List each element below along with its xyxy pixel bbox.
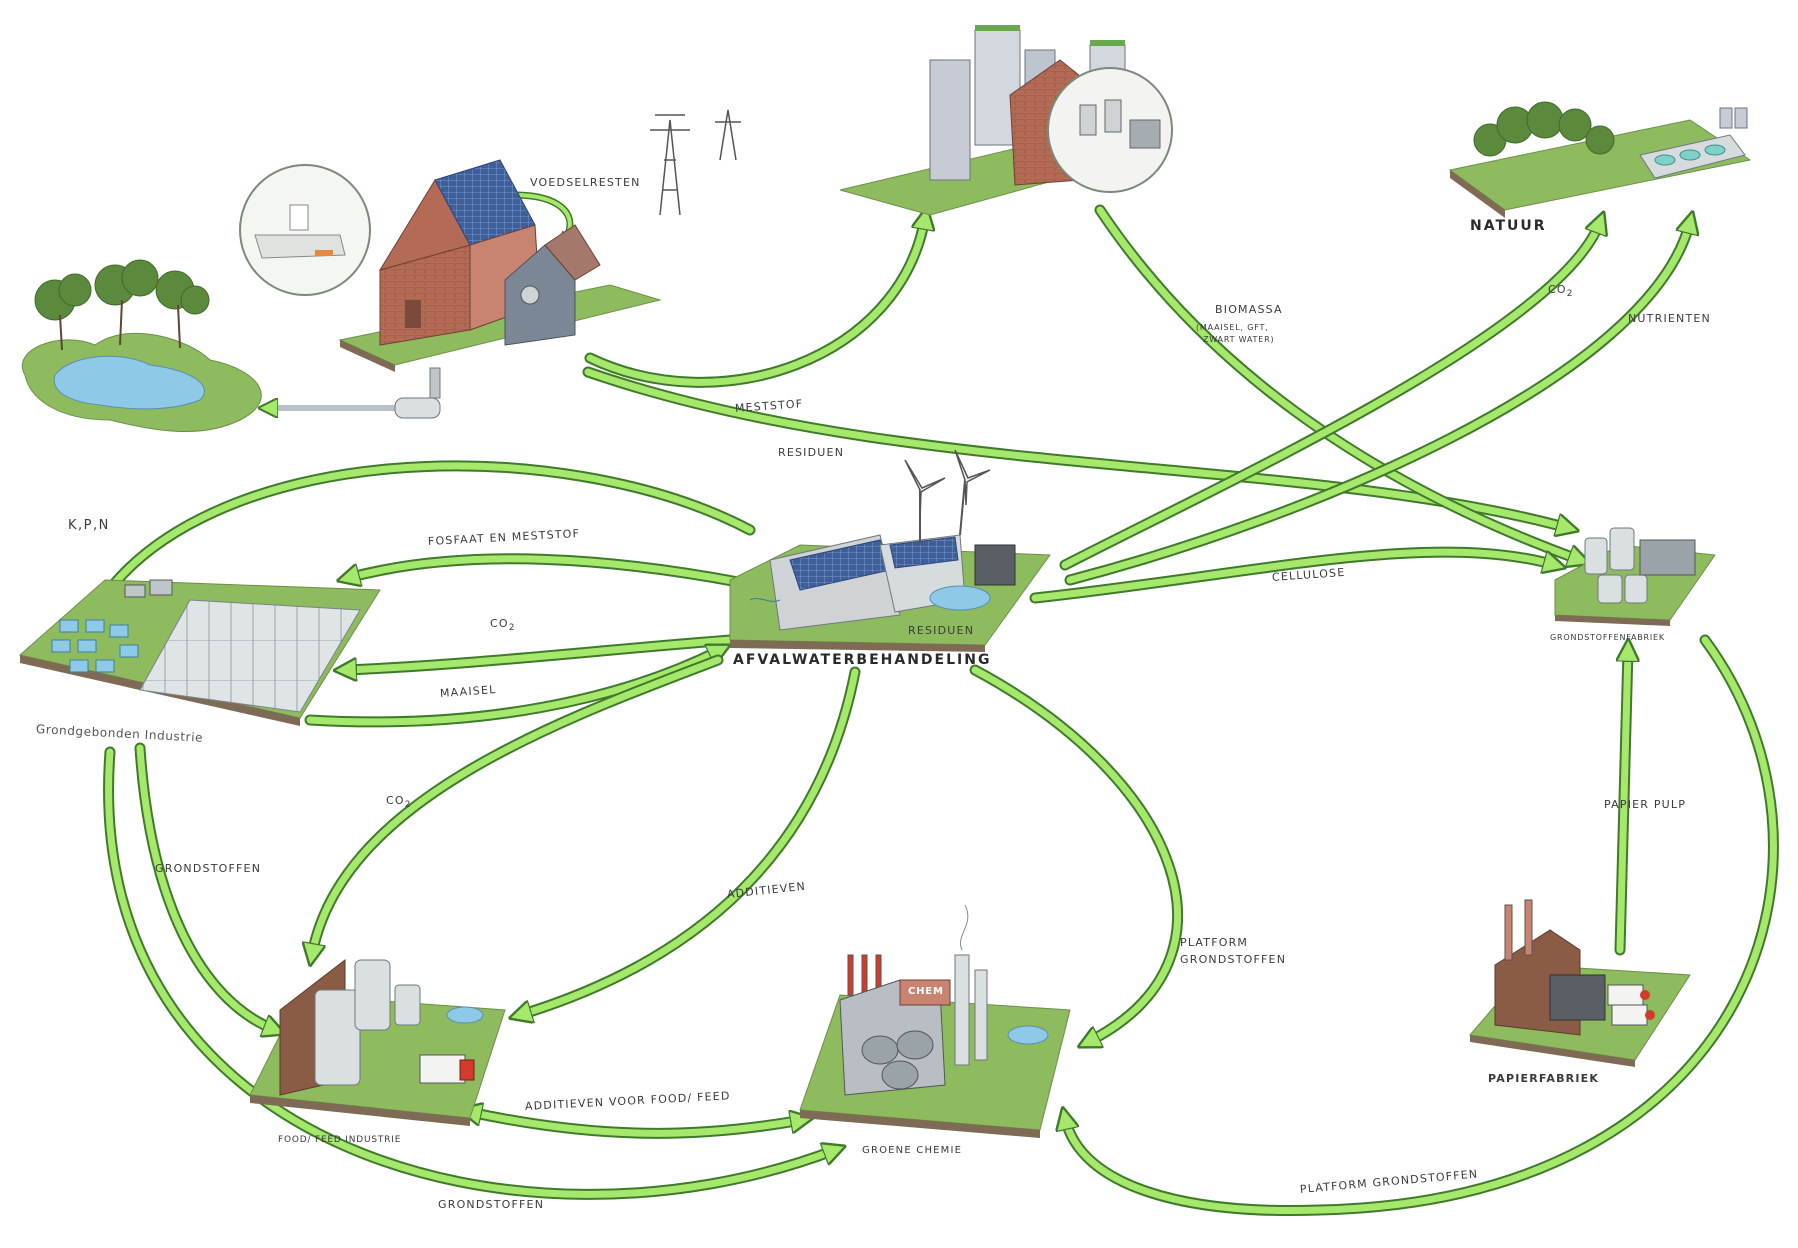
- label-co2-grond: CO2: [490, 617, 516, 634]
- natuur-illustration: [1448, 101, 1752, 218]
- label-residuen-center: RESIDUEN: [908, 624, 975, 637]
- grondgebonden-illustration: [18, 579, 381, 726]
- groene-chemie-illustration: [799, 904, 1071, 1138]
- node-natuur: NATUUR: [1470, 218, 1547, 234]
- label-residuen-top: RESIDUEN: [778, 446, 845, 459]
- label-co2-food: CO2: [386, 794, 412, 811]
- power-pylons: [650, 109, 741, 216]
- label-kpn: K,P,N: [68, 518, 110, 533]
- node-food-feed-industrie: FOOD/ FEED INDUSTRIE: [278, 1135, 402, 1145]
- arrow-platform: [969, 664, 1183, 1048]
- node-groene-chemie: GROENE CHEMIE: [862, 1145, 963, 1156]
- node-afvalwaterbehandeling: AFVALWATERBEHANDELING: [733, 652, 992, 668]
- label-biomassa-detail-1: (MAAISEL, GFT,: [1196, 323, 1269, 332]
- label-biomassa: BIOMASSA: [1215, 303, 1283, 316]
- label-platform-1: PLATFORM: [1180, 936, 1249, 949]
- label-co2-natuur: CO2: [1548, 283, 1574, 300]
- label-papierpulp: PAPIER PULP: [1604, 798, 1687, 811]
- city-illustration: [839, 25, 1173, 216]
- label-platform-2: GRONDSTOFFEN: [1180, 953, 1287, 966]
- label-nutrienten: NUTRIENTEN: [1628, 312, 1711, 325]
- label-grondstoffen-bottom: GRONDSTOFFEN: [438, 1198, 545, 1211]
- flow-arrows: [95, 191, 1779, 1217]
- arrow-platform-bottom: [1059, 634, 1779, 1217]
- label-voedselresten: VOEDSELRESTEN: [530, 176, 641, 189]
- grondstoffenfabriek-illustration: [1554, 527, 1716, 626]
- household-illustration: [239, 159, 662, 419]
- afvalwater-illustration: [729, 449, 1051, 652]
- arrow-co2-food: [306, 654, 724, 961]
- food-feed-illustration: [249, 958, 506, 1126]
- node-papierfabriek: PAPIERFABRIEK: [1488, 1072, 1600, 1085]
- pond-illustration: [22, 259, 262, 433]
- label-grondstoffen-left: GRONDSTOFFEN: [155, 862, 262, 875]
- label-biomassa-detail-2: ZWART WATER): [1203, 335, 1275, 344]
- papierfabriek-illustration: [1469, 899, 1691, 1067]
- chem-sign: CHEM: [908, 986, 944, 997]
- node-grondstoffenfabriek: GRONDSTOFFENFABRIEK: [1550, 633, 1665, 642]
